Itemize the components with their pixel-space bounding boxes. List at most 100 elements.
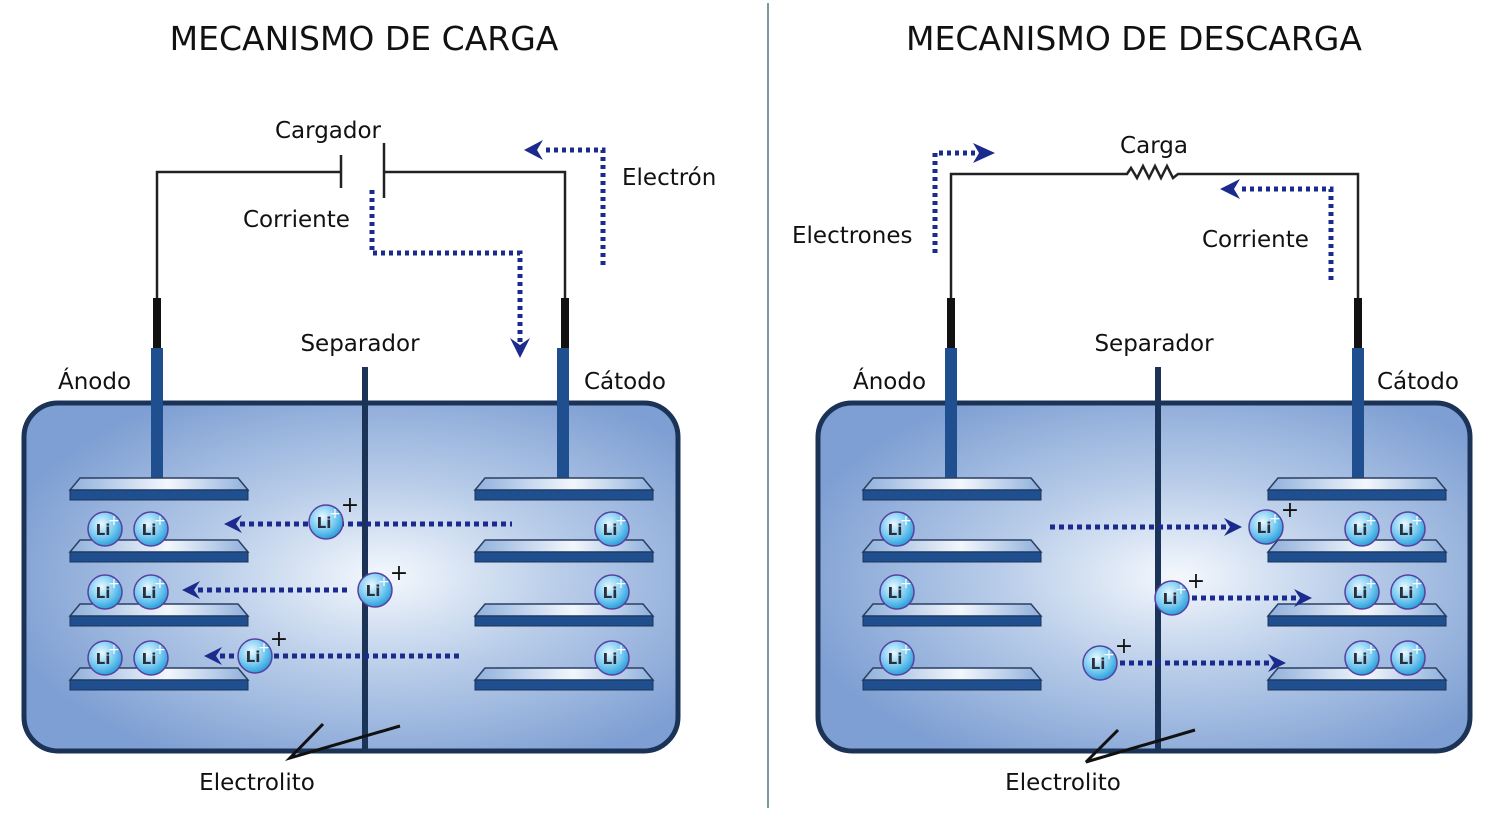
lithium-ion: Li+ xyxy=(879,574,915,610)
ion-charge: + xyxy=(615,513,627,529)
cathode-plate xyxy=(473,603,655,627)
charge-electron-label: Electrón xyxy=(622,165,716,191)
discharge-current-arrow xyxy=(1220,179,1334,280)
lithium-ion: Li++ xyxy=(357,561,408,608)
charge-title: MECANISMO DE CARGA xyxy=(170,19,559,58)
charge-anode-rod xyxy=(151,348,163,490)
lithium-ion: Li+ xyxy=(87,574,123,610)
ion-label: Li xyxy=(246,648,261,666)
discharge-cathode-lead xyxy=(1354,298,1362,350)
lithium-ion: Li++ xyxy=(308,493,359,540)
ion-charge: + xyxy=(1411,513,1423,529)
ion-label: Li xyxy=(888,584,903,602)
discharge-separator-label: Separador xyxy=(1094,331,1214,357)
ion-label: Li xyxy=(366,582,381,600)
lithium-ion: Li+ xyxy=(87,640,123,676)
lithium-ion: Li+ xyxy=(1390,574,1426,610)
cathode-plate xyxy=(473,539,655,563)
charge-current-label: Corriente xyxy=(243,207,350,233)
lithium-ion: Li+ xyxy=(133,574,169,610)
ion-charge: + xyxy=(108,576,120,592)
ion-label: Li xyxy=(96,521,111,539)
lithium-ion: Li++ xyxy=(1248,498,1299,545)
ion-charge: + xyxy=(1103,647,1115,663)
charge-cell-body xyxy=(21,400,681,754)
ion-label: Li xyxy=(1399,584,1414,602)
cathode-plate xyxy=(473,477,655,501)
lithium-ion: Li+ xyxy=(87,511,123,547)
charge-current-arrow xyxy=(369,190,530,358)
charger-label: Cargador xyxy=(275,118,382,144)
load-label: Carga xyxy=(1120,133,1188,159)
ion-label: Li xyxy=(1257,519,1272,537)
lithium-ion: Li+ xyxy=(879,640,915,676)
ion-flow-arrow xyxy=(182,581,350,599)
anode-plate xyxy=(68,477,250,501)
ion-charge-marker: + xyxy=(1187,569,1205,594)
ion-charge: + xyxy=(615,642,627,658)
charge-electrolyte-pointer xyxy=(284,722,401,762)
discharge-cathode-label: Cátodo xyxy=(1377,369,1459,395)
lithium-ion: Li+ xyxy=(133,640,169,676)
anode-plate xyxy=(861,603,1043,627)
discharge-title: MECANISMO DE DESCARGA xyxy=(906,19,1362,58)
ion-label: Li xyxy=(1353,650,1368,668)
ion-charge-marker: + xyxy=(1115,634,1133,659)
lithium-ion: Li+ xyxy=(594,640,630,676)
ion-label: Li xyxy=(888,650,903,668)
lithium-ion: Li++ xyxy=(1154,569,1205,616)
lithium-ion: Li+ xyxy=(1344,574,1380,610)
ion-label: Li xyxy=(888,521,903,539)
ion-charge: + xyxy=(1365,576,1377,592)
ion-charge: + xyxy=(108,513,120,529)
discharge-electron-arrow xyxy=(932,143,995,253)
ion-label: Li xyxy=(603,584,618,602)
ion-charge: + xyxy=(154,576,166,592)
ion-charge-marker: + xyxy=(341,493,359,518)
cathode-plate xyxy=(1266,477,1448,501)
ion-label: Li xyxy=(317,514,332,532)
discharge-electrolyte-label: Electrolito xyxy=(1005,770,1121,796)
anode-lead xyxy=(153,298,161,350)
ion-charge: + xyxy=(108,642,120,658)
ion-label: Li xyxy=(1353,584,1368,602)
lithium-ion: Li+ xyxy=(594,574,630,610)
anode-plate xyxy=(68,603,250,627)
lithium-ion: Li+ xyxy=(879,511,915,547)
discharge-circuit-wire xyxy=(949,163,1360,298)
ion-charge-marker: + xyxy=(270,627,288,652)
ion-label: Li xyxy=(142,650,157,668)
charge-anode-label: Ánodo xyxy=(58,367,131,395)
ion-label: Li xyxy=(1353,521,1368,539)
ion-charge: + xyxy=(329,506,341,522)
discharge-panel: MECANISMO DE DESCARGA Carga Electrones C… xyxy=(792,19,1473,796)
lithium-ion: Li+ xyxy=(594,511,630,547)
charge-separator xyxy=(362,367,368,751)
discharge-electron-label: Electrones xyxy=(792,223,912,249)
charge-cathode-rod xyxy=(557,348,569,490)
ion-charge: + xyxy=(1175,582,1187,598)
cathode-lead xyxy=(561,298,569,350)
charge-electrode-plates xyxy=(68,477,655,691)
ion-label: Li xyxy=(603,650,618,668)
lithium-ion: Li++ xyxy=(237,627,288,674)
discharge-cathode-rod xyxy=(1352,348,1364,490)
discharge-anode-lead xyxy=(947,298,955,350)
ion-label: Li xyxy=(1399,521,1414,539)
ion-charge-marker: + xyxy=(1281,498,1299,523)
charge-panel: MECANISMO DE CARGA Cargador Corriente El… xyxy=(21,19,716,796)
ion-charge: + xyxy=(615,576,627,592)
charge-ions: Li+Li+Li+Li+Li+Li+Li+Li+Li+Li++Li++Li++ xyxy=(87,493,630,676)
ion-charge: + xyxy=(900,642,912,658)
ion-charge: + xyxy=(154,513,166,529)
lithium-ion: Li+ xyxy=(1344,511,1380,547)
ion-label: Li xyxy=(1399,650,1414,668)
ion-flow-arrow xyxy=(1120,654,1286,672)
ion-label: Li xyxy=(1163,590,1178,608)
ion-label: Li xyxy=(142,584,157,602)
ion-label: Li xyxy=(96,584,111,602)
lithium-ion: Li++ xyxy=(1082,634,1133,681)
lithium-ion: Li+ xyxy=(1390,511,1426,547)
charge-circuit-wire-left xyxy=(155,170,340,298)
